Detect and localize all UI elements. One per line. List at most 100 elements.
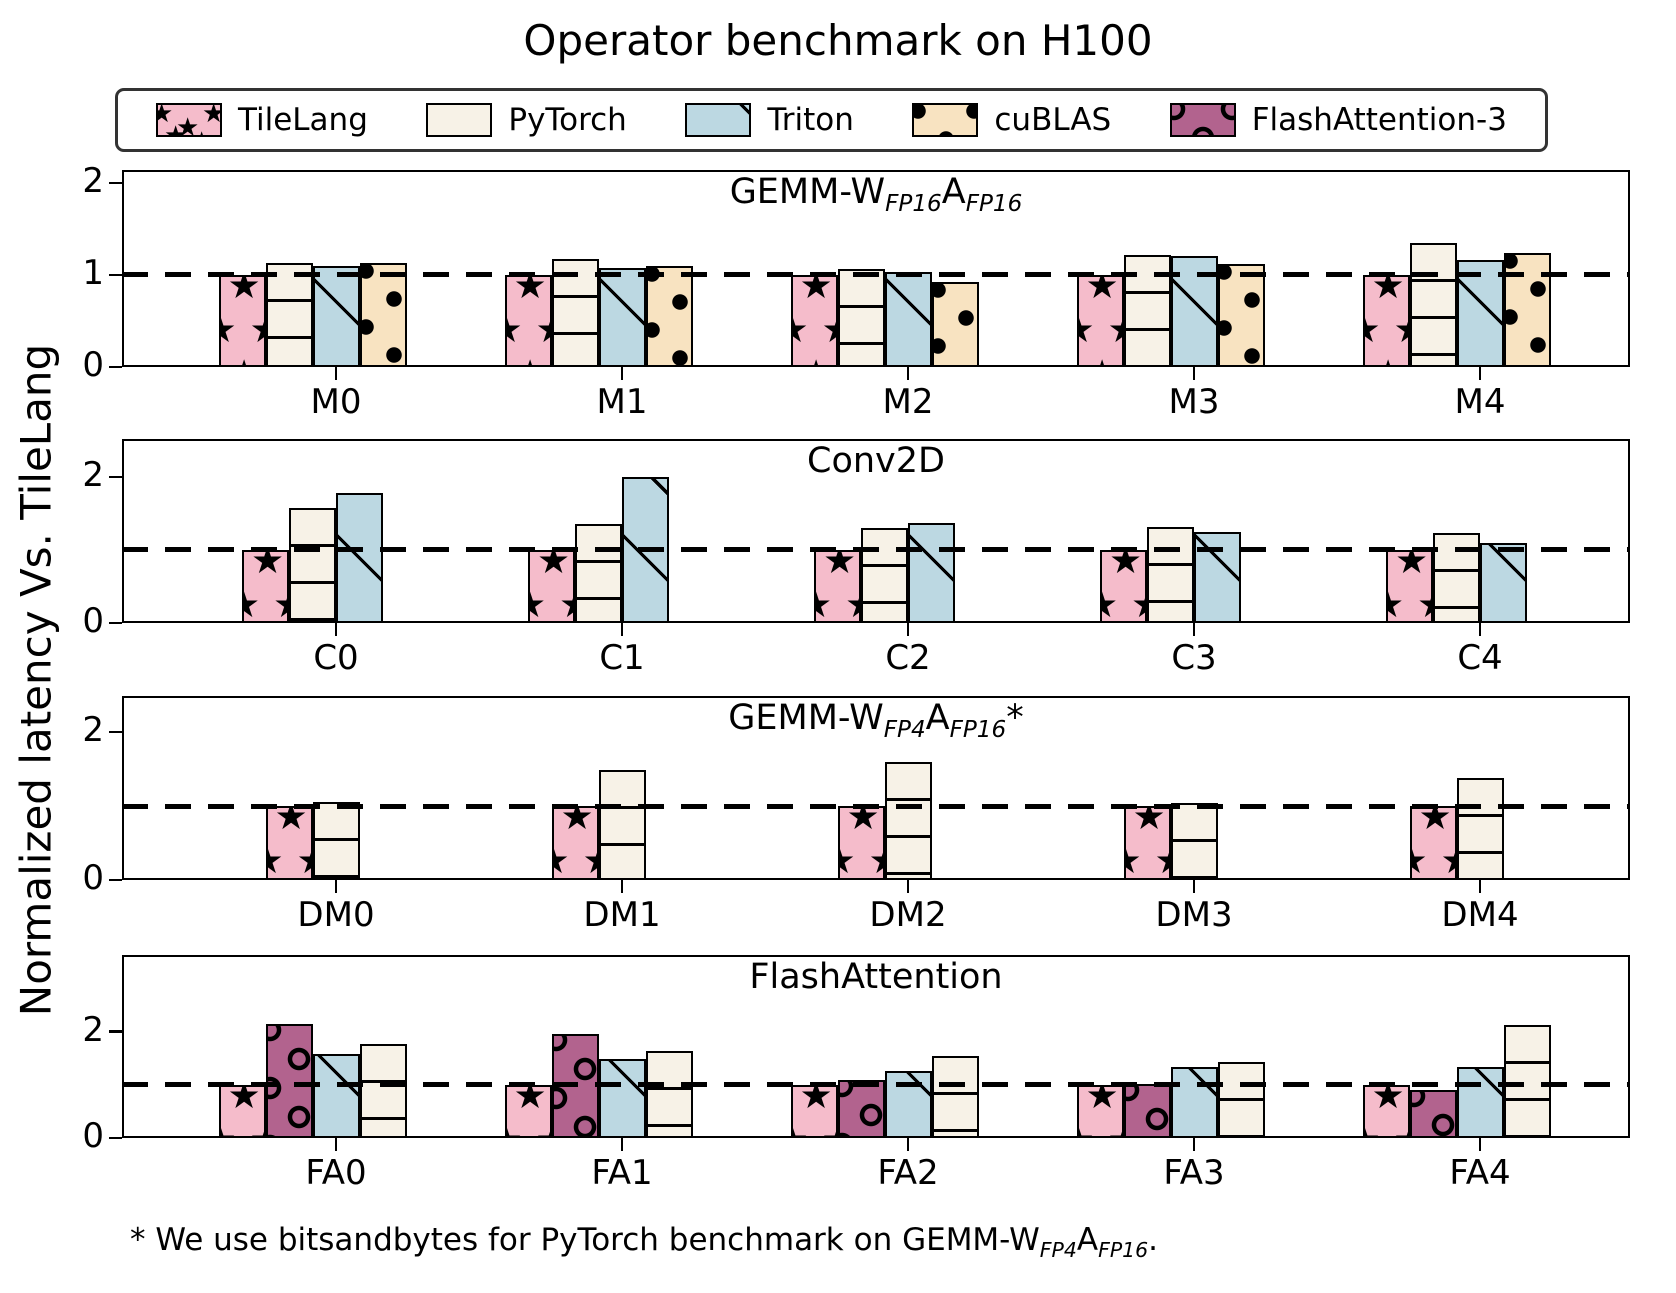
star-hatch-glyph: ★ [250, 311, 264, 348]
star-hatch-glyph: ★ [560, 808, 594, 839]
diagonal-hatch-layer [314, 1056, 358, 1136]
subplot-title-conv2d: Conv2D [122, 441, 1630, 481]
legend-item-pytorch: PyTorch [426, 102, 627, 138]
x-tick-label-C2: C2 [885, 638, 931, 678]
star-hatch-glyph: ★ [1388, 586, 1404, 621]
star-hatch-glyph: ★ [530, 586, 546, 621]
y-tick-mark [109, 1136, 122, 1140]
star-hatch-glyph: ★ [1372, 355, 1405, 365]
bar-conv2d-C0-Triton [336, 493, 383, 623]
subplot-title-text: Conv2D [807, 441, 945, 481]
reference-line [122, 803, 1630, 809]
star-hatch-layer: ★★★ [1388, 552, 1431, 621]
star-hatch-glyph: ★ [513, 276, 547, 307]
bar-conv2d-C4-Triton [1480, 543, 1527, 623]
bar-flashattention-FA4-FlashAttention-3 [1409, 1089, 1457, 1138]
bar-gemm-fp16-M0-Triton [312, 265, 360, 367]
bar-gemm-fp4-DM0-PyTorch [312, 802, 360, 880]
bar-flashattention-FA0-Triton [312, 1054, 360, 1138]
bar-flashattention-FA0-PyTorch [359, 1044, 407, 1138]
bar-gemm-fp4-DM4-PyTorch [1456, 778, 1504, 880]
bar-conv2d-C3-TileLang: ★★★ [1100, 549, 1147, 623]
hlines-hatch-layer [647, 1053, 691, 1136]
y-tick-label: 0 [82, 345, 104, 385]
bar-gemm-fp16-M2-Triton [884, 272, 932, 367]
x-tick-mark [1478, 623, 1482, 636]
footnote-text: . [1148, 1222, 1159, 1258]
x-tick-mark [620, 367, 624, 380]
bar-conv2d-C1-TileLang: ★★★ [528, 549, 575, 623]
star-hatch-layer: ★★★ [1079, 1087, 1122, 1136]
x-tick-label-M0: M0 [310, 382, 362, 422]
x-tick-mark [620, 880, 624, 893]
star-hatch-glyph: ★ [822, 1121, 836, 1136]
star-hatch-layer: ★★★ [554, 808, 597, 878]
bar-gemm-fp16-M4-PyTorch [1409, 242, 1457, 367]
bar-gemm-fp4-DM0-TileLang: ★★★ [265, 806, 313, 880]
bar-gemm-fp16-M2-PyTorch [837, 269, 885, 367]
hlines-hatch-layer [600, 771, 644, 878]
bar-gemm-fp4-DM1-TileLang: ★★★ [551, 806, 599, 880]
bar-gemm-fp16-M4-cuBLAS [1503, 252, 1551, 367]
star-hatch-layer: ★★★ [1102, 552, 1145, 621]
star-hatch-glyph: ★ [536, 311, 550, 348]
x-tick-mark [334, 623, 338, 636]
x-tick-label-C4: C4 [1457, 638, 1503, 678]
star-hatch-glyph: ★ [1365, 1121, 1381, 1136]
star-hatch-glyph: ★ [536, 1121, 550, 1136]
star-hatch-glyph: ★ [845, 586, 859, 621]
bar-gemm-fp4-DM1-PyTorch [598, 769, 646, 880]
star-hatch-glyph: ★ [1086, 355, 1119, 365]
x-tick-label-C1: C1 [599, 638, 645, 678]
star-hatch-layer: ★★★ [1412, 808, 1455, 878]
star-hatch-glyph: ★ [1108, 311, 1122, 348]
bar-flashattention-FA2-Triton [884, 1070, 932, 1138]
hlines-hatch-layer [1172, 805, 1216, 878]
x-tick-label-FA0: FA0 [305, 1153, 367, 1193]
star-hatch-glyph: ★ [1085, 276, 1119, 307]
star-hatch-glyph: ★ [823, 551, 857, 582]
x-tick-mark [620, 1138, 624, 1151]
subplot-title-gemm-fp4: GEMM-WFP4AFP16* [122, 698, 1630, 743]
subplot-title-subscript: FP16 [949, 717, 1007, 743]
subplot-title-gemm-fp16: GEMM-WFP16AFP16 [122, 172, 1630, 217]
x-tick-label-M2: M2 [882, 382, 934, 422]
star-hatch-glyph: ★ [274, 808, 308, 839]
hlines-hatch-layer [1458, 780, 1502, 878]
y-tick-mark [109, 273, 122, 277]
star-hatch-glyph: ★ [793, 311, 809, 348]
bar-flashattention-FA3-TileLang: ★★★ [1076, 1084, 1124, 1138]
hlines-hatch-layer [1411, 244, 1455, 365]
dots-hatch-layer [933, 284, 977, 365]
star-hatch-glyph: ★ [514, 355, 547, 365]
rings-hatch-layer [1171, 105, 1234, 135]
dots-hatch-layer [1505, 254, 1549, 365]
bar-gemm-fp16-M0-TileLang: ★★★★ [218, 274, 266, 367]
star-hatch-glyph: ★ [164, 121, 188, 137]
bar-conv2d-C0-PyTorch [289, 508, 336, 623]
footnote: * We use bitsandbytes for PyTorch benchm… [130, 1222, 1158, 1262]
legend-item-flashattention-3: FlashAttention-3 [1169, 102, 1507, 138]
y-tick-label: 2 [82, 1009, 104, 1050]
star-hatch-glyph: ★ [1155, 842, 1169, 878]
subplot-title-text: * [1006, 698, 1024, 738]
diagonal-hatch-layer [600, 1061, 644, 1136]
star-hatch-glyph: ★ [158, 105, 173, 127]
y-tick-label: 2 [82, 454, 104, 495]
x-tick-mark [1192, 1138, 1196, 1151]
x-tick-mark [620, 623, 624, 636]
star-hatch-glyph: ★ [583, 842, 597, 878]
hlines-hatch-layer [1149, 529, 1192, 621]
star-hatch-glyph: ★ [1109, 551, 1143, 582]
legend-item-triton: Triton [685, 102, 854, 138]
hlines-hatch-layer [839, 271, 883, 365]
x-tick-mark [906, 367, 910, 380]
star-hatch-glyph: ★ [793, 1121, 809, 1136]
reference-line [122, 1082, 1630, 1088]
x-tick-label-M3: M3 [1168, 382, 1220, 422]
bar-conv2d-C3-Triton [1194, 532, 1241, 623]
bar-flashattention-FA1-TileLang: ★★★ [504, 1084, 552, 1138]
bar-gemm-fp4-DM3-PyTorch [1170, 803, 1218, 880]
star-hatch-glyph: ★ [1371, 276, 1405, 307]
legend-swatch-dots-icon [912, 103, 979, 137]
